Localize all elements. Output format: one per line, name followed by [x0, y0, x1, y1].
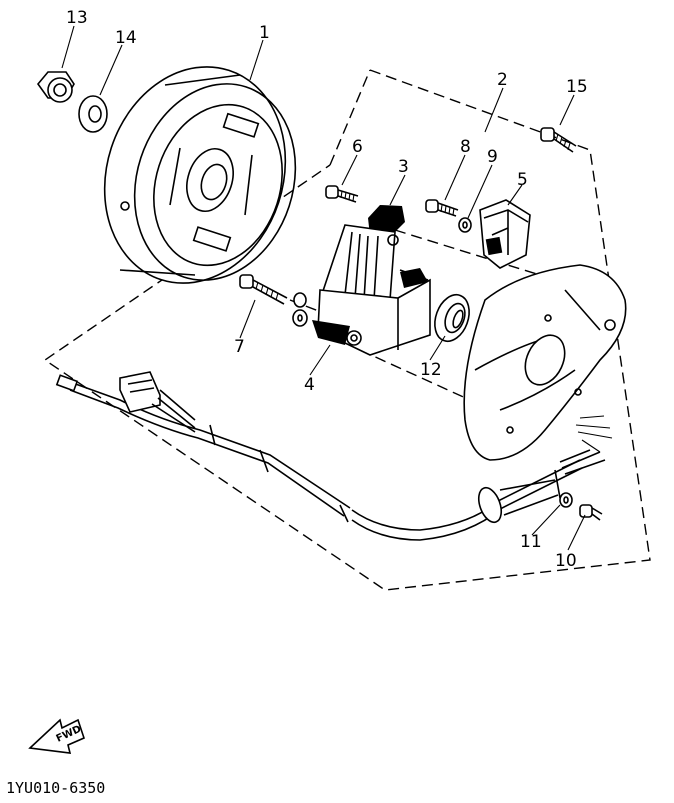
fwd-arrow-icon: FWD [28, 718, 85, 754]
screw-part-6 [325, 185, 359, 203]
nut-part-13 [36, 71, 75, 103]
callout-leader-lines [61, 25, 586, 551]
callout-8: 8 [460, 137, 471, 157]
callout-6: 6 [352, 137, 363, 157]
screw-part-15 [540, 127, 577, 153]
washer-part-14 [78, 95, 108, 133]
callout-12: 12 [420, 360, 442, 380]
washer-part-11 [559, 492, 573, 508]
callout-15: 15 [566, 77, 588, 97]
wire-harness [55, 371, 606, 541]
callout-9: 9 [487, 147, 498, 167]
fwd-label: FWD [55, 724, 83, 745]
callout-11: 11 [520, 532, 542, 552]
callout-10: 10 [555, 551, 577, 571]
assembly-guide-line [329, 69, 371, 166]
screw-part-10 [579, 504, 603, 521]
callout-13: 13 [66, 8, 88, 28]
charge-coil-part-3 [318, 205, 405, 301]
screw-part-8 [425, 199, 459, 217]
callout-3: 3 [398, 157, 409, 177]
callout-14: 14 [115, 28, 137, 48]
flywheel-rotor-part-1 [103, 66, 297, 284]
pulser-coil-part-4 [312, 268, 431, 356]
screw-part-7 [239, 274, 308, 327]
callout-7: 7 [234, 337, 245, 357]
washer-part-9 [458, 217, 472, 233]
oil-seal-part-12 [434, 293, 470, 343]
connector-block-part-5 [479, 199, 531, 269]
assembly-guide-line [394, 229, 541, 276]
callout-4: 4 [304, 375, 315, 395]
callout-1: 1 [259, 23, 270, 43]
callout-2: 2 [497, 70, 508, 90]
stator-base-plate-part-2 [463, 264, 627, 461]
callout-5: 5 [517, 170, 528, 190]
assembly-guide-line [359, 349, 471, 401]
drawing-code: 1YU010-6350 [6, 779, 105, 797]
